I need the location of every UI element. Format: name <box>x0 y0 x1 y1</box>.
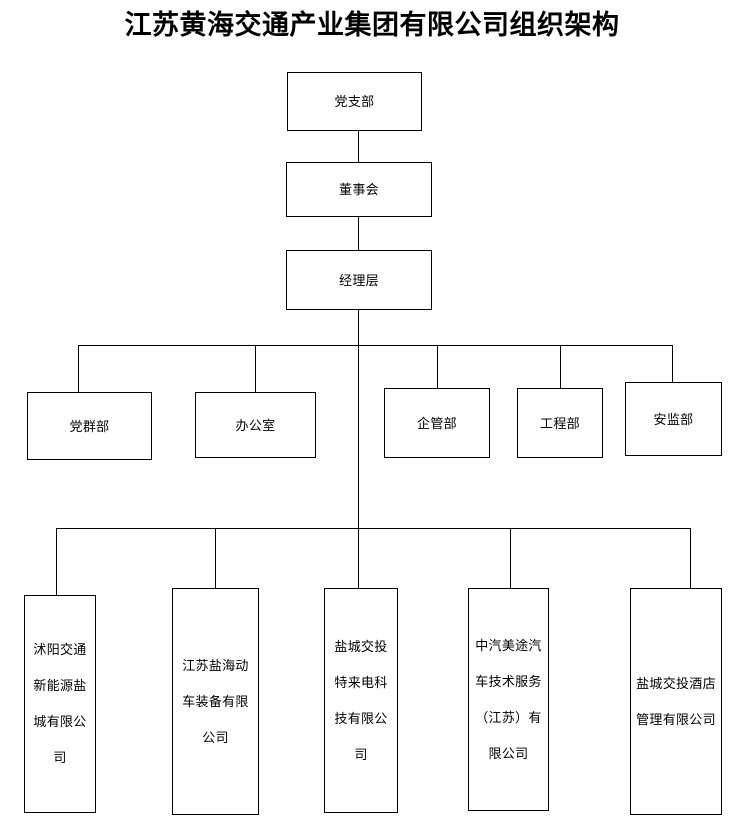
node-label: 经理层 <box>339 272 379 288</box>
node-label: 企管部 <box>417 415 457 431</box>
connector-dept-2 <box>437 345 438 388</box>
node-department-party-mass-work[interactable]: 党群部 <box>27 392 152 460</box>
node-subsidiary-hotel-management[interactable]: 盐城交投酒店管理有限公司 <box>630 588 722 815</box>
node-label: 董事会 <box>339 182 379 197</box>
connector-dept-0 <box>78 345 79 392</box>
node-label: 党群部 <box>69 418 110 434</box>
node-label: 盐城交投特来电科技有限公司 <box>334 638 388 762</box>
connector-dept-1 <box>255 345 256 392</box>
node-label: 办公室 <box>235 417 276 433</box>
node-label: 江苏盐海动车装备有限公司 <box>182 657 249 745</box>
connector-management-stem <box>358 310 359 529</box>
connector-sub-2 <box>358 528 359 588</box>
connector-dept-3 <box>560 345 561 388</box>
node-management-layer[interactable]: 经理层 <box>286 250 432 310</box>
node-board-of-directors[interactable]: 董事会 <box>286 162 432 217</box>
node-department-enterprise-management[interactable]: 企管部 <box>384 388 490 458</box>
node-label: 中汽美途汽车技术服务（江苏）有限公司 <box>475 637 542 761</box>
node-subsidiary-jiangsu-yanhai-emu[interactable]: 江苏盐海动车装备有限公司 <box>172 588 259 815</box>
node-party-branch[interactable]: 党支部 <box>287 72 422 131</box>
node-department-engineering[interactable]: 工程部 <box>517 388 603 458</box>
connector-board-to-management <box>358 217 359 250</box>
node-subsidiary-zhongqi-meitu-auto-service[interactable]: 中汽美途汽车技术服务（江苏）有限公司 <box>468 588 549 811</box>
node-label: 党支部 <box>334 94 375 109</box>
node-subsidiary-shuyang-new-energy[interactable]: 沭阳交通新能源盐城有限公司 <box>24 595 96 813</box>
connector-party-to-board <box>358 131 359 162</box>
node-label: 沭阳交通新能源盐城有限公司 <box>33 642 87 765</box>
connector-sub-1 <box>215 528 216 588</box>
node-department-safety-supervision[interactable]: 安监部 <box>625 382 722 456</box>
connector-sub-4 <box>690 528 691 588</box>
node-subsidiary-teld-technology[interactable]: 盐城交投特来电科技有限公司 <box>324 588 398 813</box>
node-label: 盐城交投酒店管理有限公司 <box>636 675 716 727</box>
node-label: 安监部 <box>653 411 694 427</box>
department-bus <box>78 345 673 346</box>
connector-sub-3 <box>510 528 511 588</box>
connector-dept-4 <box>672 345 673 382</box>
node-department-office[interactable]: 办公室 <box>195 392 316 458</box>
node-label: 工程部 <box>540 415 580 431</box>
subsidiary-bus <box>56 528 690 529</box>
page-title: 江苏黄海交通产业集团有限公司组织架构 <box>124 10 620 40</box>
connector-sub-0 <box>56 528 57 595</box>
